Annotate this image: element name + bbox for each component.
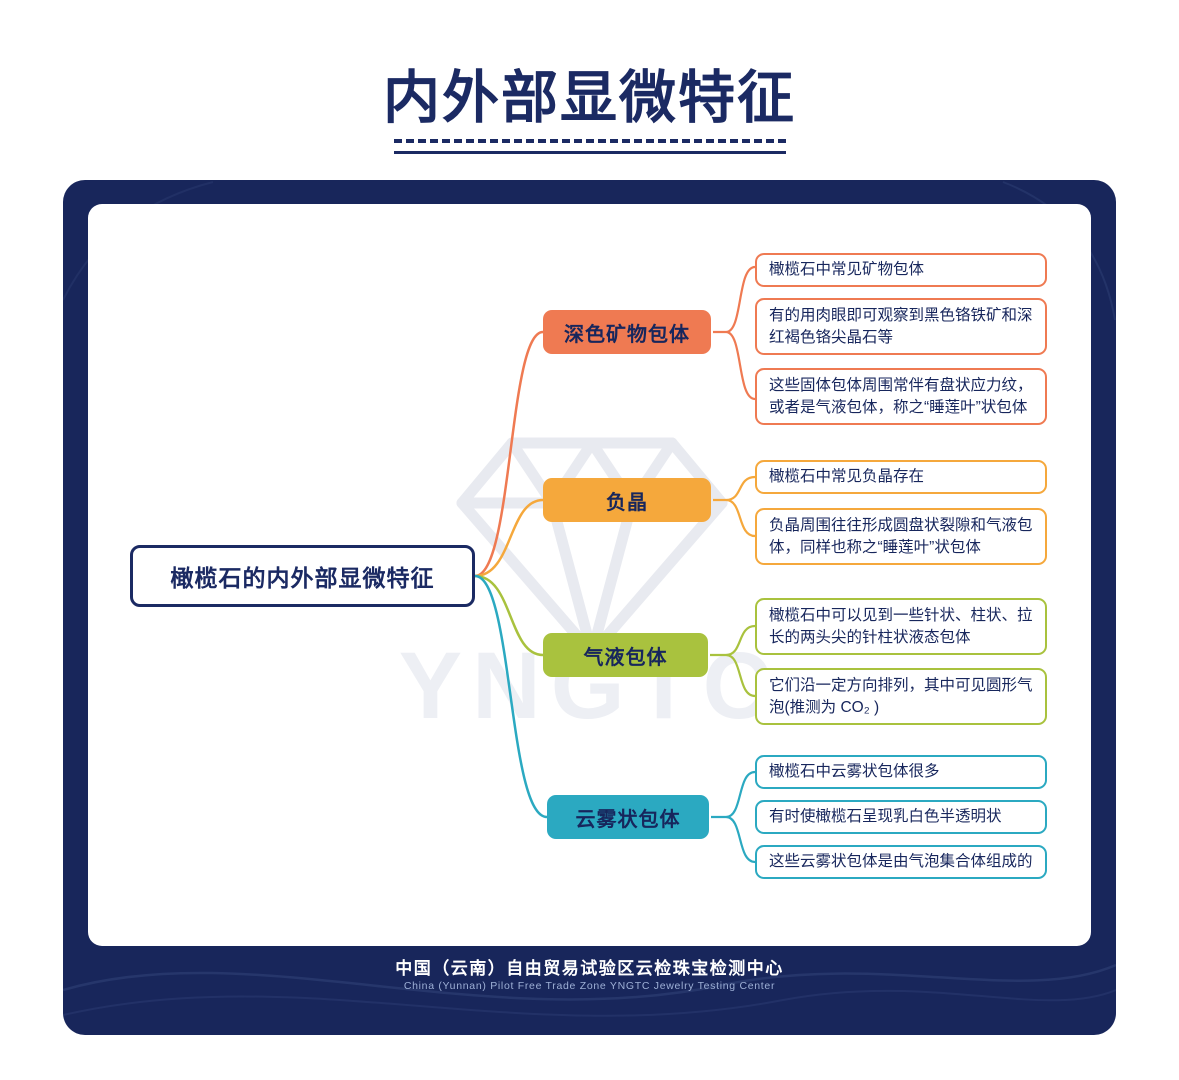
leaf-note: 有的用肉眼即可观察到黑色铬铁矿和深红褐色铬尖晶石等	[755, 298, 1047, 355]
leaf-note: 负晶周围往往形成圆盘状裂隙和气液包体，同样也称之“睡莲叶”状包体	[755, 508, 1047, 565]
leaf-note: 橄榄石中常见负晶存在	[755, 460, 1047, 494]
branch-dark-mineral-inclusions: 深色矿物包体	[543, 310, 711, 354]
footer-org-name-cn: 中国（云南）自由贸易试验区云检珠宝检测中心	[395, 959, 784, 978]
page-title: 内外部显微特征	[383, 66, 796, 130]
leaf-note: 这些云雾状包体是由气泡集合体组成的	[755, 845, 1047, 879]
title-underline-dashed	[394, 139, 786, 143]
leaf-note: 这些固体包体周围常伴有盘状应力纹，或者是气液包体，称之“睡莲叶”状包体	[755, 368, 1047, 425]
branch-cloudy-inclusions: 云雾状包体	[547, 795, 709, 839]
branch-gas-liquid-inclusions: 气液包体	[543, 633, 708, 677]
root-node: 橄榄石的内外部显微特征	[130, 545, 475, 607]
leaf-note: 橄榄石中云雾状包体很多	[755, 755, 1047, 789]
title-underline-solid	[394, 151, 786, 154]
leaf-note: 有时使橄榄石呈现乳白色半透明状	[755, 800, 1047, 834]
footer-org-name-en: China (Yunnan) Pilot Free Trade Zone YNG…	[403, 980, 776, 992]
leaf-note: 橄榄石中常见矿物包体	[755, 253, 1047, 287]
leaf-note: 它们沿一定方向排列，其中可见圆形气泡(推测为 CO₂ )	[755, 668, 1047, 725]
leaf-note: 橄榄石中可以见到一些针状、柱状、拉长的两头尖的针柱状液态包体	[755, 598, 1047, 655]
branch-negative-crystals: 负晶	[543, 478, 711, 522]
